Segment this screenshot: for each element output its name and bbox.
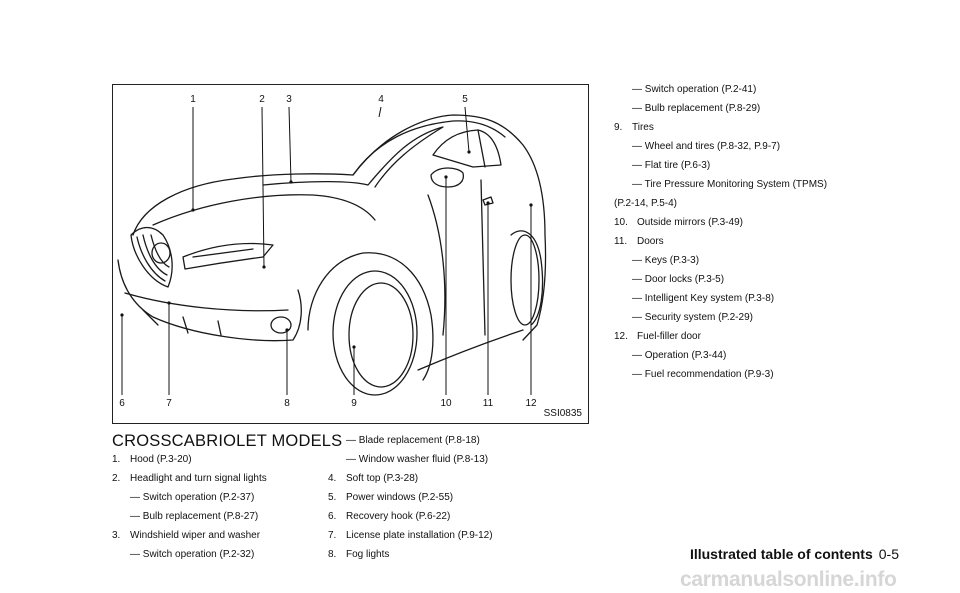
legend-text: Hood (P.3-20)	[130, 454, 192, 465]
callout-11: 11	[482, 398, 494, 409]
legend-item: — Fuel recommendation (P.9-3)	[632, 369, 774, 380]
rear-wheel	[510, 234, 540, 326]
callout-6: 6	[119, 398, 125, 409]
section-title: CROSSCABRIOLET MODELS	[112, 432, 343, 450]
legend-number: 4.	[328, 473, 337, 484]
legend-item: — Switch operation (P.2-37)	[130, 492, 255, 503]
legend-item: 3. Windshield wiper and washer	[112, 526, 267, 545]
callout-10: 10	[440, 398, 452, 409]
legend-text: Soft top (P.3-28)	[346, 473, 419, 484]
legend-number: 1.	[112, 454, 121, 465]
front-wheel	[332, 270, 418, 396]
legend-item: — Wheel and tires (P.8-32, P.9-7)	[632, 141, 781, 152]
legend-item: 2. Headlight and turn signal lights	[112, 469, 267, 488]
callout-7: 7	[166, 398, 172, 409]
callout-3: 3	[286, 94, 292, 105]
hood-line	[152, 194, 376, 226]
car-body-outline	[132, 114, 547, 341]
legend-text: Power windows (P.2-55)	[346, 492, 454, 503]
car-drawing	[117, 106, 547, 396]
front-bumper	[117, 259, 302, 342]
callout-1: 1	[190, 94, 196, 105]
legend-item: — Blade replacement (P.8-18)	[346, 435, 480, 446]
legend-number: 7.	[328, 530, 337, 541]
roof-line	[352, 120, 506, 176]
legend-number: 5.	[328, 492, 337, 503]
windshield	[262, 126, 444, 188]
legend-item: 5. Power windows (P.2-55)	[328, 488, 493, 507]
callout-8: 8	[284, 398, 290, 409]
legend-number: 11.	[614, 236, 628, 247]
legend-item: 8. Fog lights	[328, 545, 493, 564]
legend-column-1: 1. Hood (P.3-20) 2. Headlight and turn sign…	[112, 450, 267, 564]
front-wheel-arch	[307, 252, 434, 381]
legend-text: Fog lights	[346, 549, 390, 560]
figure-code: SSI0835	[543, 408, 582, 419]
callout-9: 9	[351, 398, 357, 409]
legend-item: 10. Outside mirrors (P.3-49)	[614, 213, 827, 232]
legend-number: 10.	[614, 217, 628, 228]
legend-item: — Flat tire (P.6-3)	[632, 160, 711, 171]
watermark: carmanualsonline.info	[680, 568, 897, 591]
legend-item: — Switch operation (P.2-41)	[632, 84, 757, 95]
legend-item: 11. Doors	[614, 232, 827, 251]
legend-text: Doors	[637, 236, 664, 247]
legend-number: 6.	[328, 511, 337, 522]
outside-mirror	[430, 167, 465, 188]
rear-wheel-arch	[510, 230, 544, 326]
legend-item: — Bulb replacement (P.8-29)	[632, 103, 761, 114]
page-footer: Illustrated table of contents 0-5	[690, 546, 899, 562]
legend-text: Recovery hook (P.6-22)	[346, 511, 451, 522]
legend-column-2: — Blade replacement (P.8-18) — Window was…	[328, 431, 493, 564]
legend-item: — Door locks (P.3-5)	[632, 274, 725, 285]
grille	[130, 226, 173, 288]
legend-item: — Window washer fluid (P.8-13)	[346, 454, 489, 465]
callout-12: 12	[525, 398, 537, 409]
fog-light	[270, 316, 292, 334]
legend-text: Tires	[632, 122, 654, 133]
legend-number: 8.	[328, 549, 337, 560]
legend-number: 3.	[112, 530, 121, 541]
legend-text: Windshield wiper and washer	[130, 530, 261, 541]
legend-number: 9.	[614, 122, 623, 133]
legend-item: — Switch operation (P.2-32)	[130, 549, 255, 560]
legend-item: (P.2-14, P.5-4)	[614, 198, 678, 209]
legend-item: 7. License plate installation (P.9-12)	[328, 526, 493, 545]
legend-item: — Intelligent Key system (P.3-8)	[632, 293, 775, 304]
legend-number: 12.	[614, 331, 628, 342]
legend-text: Outside mirrors (P.3-49)	[637, 217, 743, 228]
callout-4: 4	[378, 94, 384, 105]
legend-item: 4. Soft top (P.3-28)	[328, 469, 493, 488]
callout-2: 2	[259, 94, 265, 105]
legend-item: — Tire Pressure Monitoring System (TPMS)	[632, 179, 828, 190]
legend-text: Fuel-filler door	[637, 331, 701, 342]
emblem	[151, 242, 171, 264]
page-number: 0-5	[878, 546, 899, 562]
legend-item: 9. Tires	[614, 118, 827, 137]
legend-number: 2.	[112, 473, 121, 484]
legend-column-3: — Switch operation (P.2-41) — Bulb replac…	[614, 80, 827, 384]
vehicle-illustration: 1 2 3 4 5 6 7 8 9 10 11 12 SSI0835	[112, 84, 589, 424]
side-window	[432, 129, 502, 168]
legend-item: 12. Fuel-filler door	[614, 327, 827, 346]
legend-item: — Operation (P.3-44)	[632, 350, 727, 361]
legend-text: Headlight and turn signal lights	[130, 473, 267, 484]
door-handle	[482, 196, 494, 206]
legend-item: 1. Hood (P.3-20)	[112, 450, 267, 469]
legend-item: — Bulb replacement (P.8-27)	[130, 511, 259, 522]
legend-text: License plate installation (P.9-12)	[346, 530, 493, 541]
headlight	[182, 242, 274, 270]
footer-title: Illustrated table of contents	[689, 546, 873, 562]
callout-5: 5	[462, 94, 468, 105]
legend-item: 6. Recovery hook (P.6-22)	[328, 507, 493, 526]
legend-item: — Security system (P.2-29)	[632, 312, 753, 323]
legend-item: — Keys (P.3-3)	[632, 255, 700, 266]
